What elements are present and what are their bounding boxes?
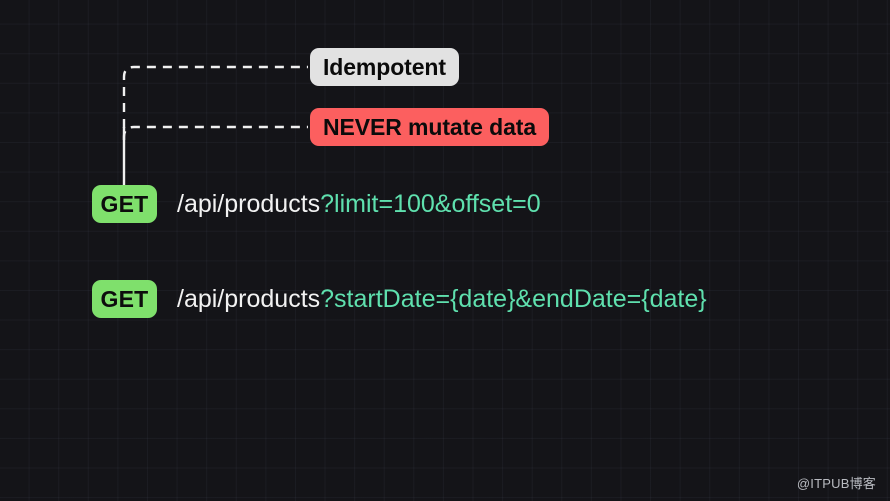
endpoint-path: /api/products [177, 284, 321, 313]
endpoint-query-string: ?startDate={date}&endDate={date} [320, 284, 707, 313]
callout-never-mutate-data: NEVER mutate data [310, 108, 550, 146]
http-method-badge-get: GET [92, 280, 157, 318]
endpoint-row-products-daterange: GET /api/products?startDate={date}&endDa… [92, 280, 707, 318]
endpoint-query-string: ?limit=100&offset=0 [320, 189, 541, 218]
connector-to-never-mutate [122, 125, 308, 140]
endpoint-url: /api/products?limit=100&offset=0 [177, 189, 541, 218]
http-method-badge-get: GET [92, 185, 157, 223]
watermark: @ITPUB博客 [796, 476, 876, 491]
connector-to-idempotent [122, 65, 308, 128]
endpoint-row-products-pagination: GET /api/products?limit=100&offset=0 [92, 185, 541, 223]
endpoint-url: /api/products?startDate={date}&endDate={… [177, 284, 707, 313]
callout-never-mutate-data-label: NEVER mutate data [323, 113, 537, 140]
callout-idempotent-label: Idempotent [323, 53, 446, 80]
callout-idempotent: Idempotent [310, 48, 459, 86]
endpoint-path: /api/products [177, 189, 321, 218]
